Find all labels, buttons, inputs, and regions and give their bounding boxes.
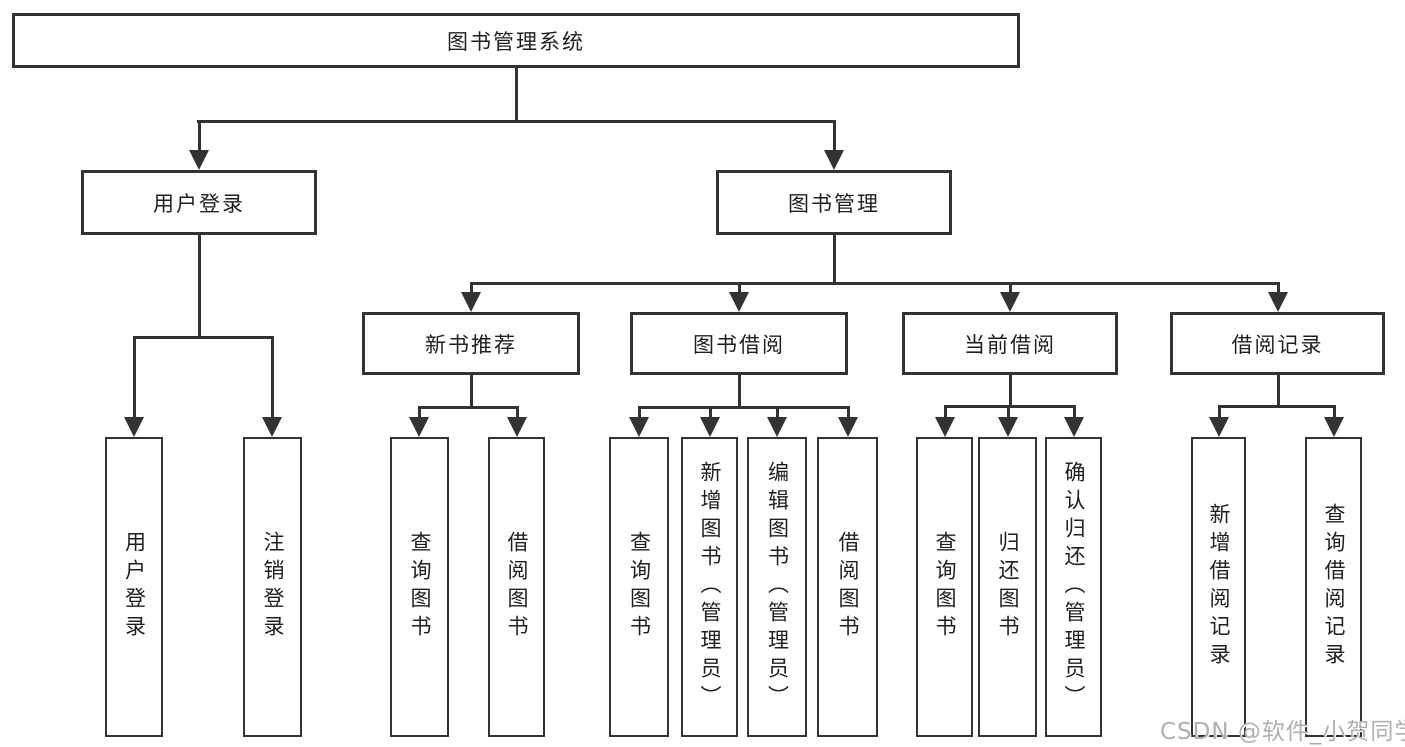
connector-leaf-drop bbox=[638, 406, 641, 418]
connector-root-stem bbox=[515, 68, 518, 122]
node-user-login: 用户登录 bbox=[81, 170, 317, 235]
arrow-down-icon bbox=[124, 417, 144, 437]
node-label: 新书推荐 bbox=[425, 332, 517, 357]
arrow-down-icon bbox=[1324, 417, 1344, 437]
arrow-down-icon bbox=[700, 417, 720, 437]
leaf-borrow-books: 借阅图书 bbox=[817, 437, 878, 737]
leaf-label: 新增图书（管理员） bbox=[698, 461, 722, 713]
leaf-label: 用户登录 bbox=[122, 531, 147, 643]
connector-section-hline bbox=[1218, 405, 1336, 408]
arrow-down-icon bbox=[838, 417, 858, 437]
connector-leaf-drop bbox=[776, 406, 779, 418]
connector-section-hline bbox=[638, 406, 849, 409]
connector-leaf-drop bbox=[271, 336, 274, 418]
node-book-borrowing: 图书借阅 bbox=[630, 312, 848, 375]
arrow-down-icon bbox=[629, 417, 649, 437]
leaf-label: 归还图书 bbox=[996, 531, 1020, 643]
arrow-down-icon bbox=[824, 150, 844, 170]
connector-user-login-drop bbox=[198, 120, 201, 152]
node-label: 图书管理 bbox=[788, 191, 880, 216]
connector-section-stem bbox=[1009, 375, 1012, 408]
connector-section-stem bbox=[738, 375, 741, 409]
connector-section-drop bbox=[1277, 282, 1280, 293]
connector-section-drop bbox=[1009, 282, 1012, 293]
node-current-borrowing: 当前借阅 bbox=[902, 312, 1118, 375]
leaf-label: 借阅图书 bbox=[836, 531, 860, 643]
node-label: 图书管理系统 bbox=[447, 29, 585, 54]
leaf-query-books: 查询图书 bbox=[390, 437, 449, 737]
leaf-label: 注销登录 bbox=[261, 531, 285, 643]
leaf-label: 新增借阅记录 bbox=[1207, 503, 1231, 671]
node-book-management: 图书管理 bbox=[716, 170, 952, 235]
connector-leaf-drop bbox=[133, 336, 136, 418]
leaf-user-login: 用户登录 bbox=[105, 437, 163, 737]
arrow-down-icon bbox=[189, 150, 209, 170]
connector-leaf-drop bbox=[418, 406, 421, 418]
connector-leaf-drop bbox=[709, 406, 712, 418]
arrow-down-icon bbox=[1000, 292, 1020, 312]
connector-section-stem bbox=[1277, 375, 1280, 408]
leaf-label: 查询图书 bbox=[627, 531, 652, 643]
node-label: 用户登录 bbox=[153, 191, 245, 216]
leaf-label: 查询图书 bbox=[408, 531, 432, 643]
connector-section-hline bbox=[944, 405, 1076, 408]
arrow-down-icon bbox=[507, 417, 527, 437]
arrow-down-icon bbox=[1268, 292, 1288, 312]
arrow-down-icon bbox=[1064, 417, 1084, 437]
connector-leaf-drop bbox=[1333, 405, 1336, 418]
arrow-down-icon bbox=[461, 292, 481, 312]
leaf-edit-book-admin: 编辑图书（管理员） bbox=[747, 437, 807, 737]
connector-leaf-drop bbox=[944, 405, 947, 418]
connector-leaf-drop bbox=[847, 406, 850, 418]
leaf-borrow-books: 借阅图书 bbox=[488, 437, 545, 737]
node-library-system: 图书管理系统 bbox=[12, 13, 1020, 68]
leaf-add-book-admin: 新增图书（管理员） bbox=[681, 437, 738, 737]
connector-leaf-drop bbox=[1073, 405, 1076, 418]
csdn-watermark: CSDN @软件_小贺同学 bbox=[1160, 719, 1405, 745]
arrow-down-icon bbox=[1209, 417, 1229, 437]
node-new-book-recommend: 新书推荐 bbox=[362, 312, 580, 375]
arrow-down-icon bbox=[262, 417, 282, 437]
connector-section-drop bbox=[470, 282, 473, 293]
leaf-label: 查询借阅记录 bbox=[1322, 503, 1346, 671]
connector-leaf-drop bbox=[1007, 405, 1010, 418]
leaf-label: 确认归还（管理员） bbox=[1062, 461, 1086, 713]
arrow-down-icon bbox=[935, 417, 955, 437]
leaf-add-borrow-record: 新增借阅记录 bbox=[1191, 437, 1246, 737]
node-borrowing-records: 借阅记录 bbox=[1170, 312, 1385, 375]
connector-section-stem bbox=[470, 375, 473, 409]
leaf-query-books: 查询图书 bbox=[916, 437, 973, 737]
node-label: 借阅记录 bbox=[1231, 332, 1324, 357]
connector-level2-hline bbox=[470, 282, 1280, 285]
leaf-logout: 注销登录 bbox=[243, 437, 302, 737]
leaf-query-borrow-record: 查询借阅记录 bbox=[1305, 437, 1362, 737]
leaf-confirm-return-admin: 确认归还（管理员） bbox=[1045, 437, 1102, 737]
connector-section-hline bbox=[418, 406, 519, 409]
leaf-label: 编辑图书（管理员） bbox=[765, 461, 790, 713]
connector-book-mgmt-drop bbox=[833, 120, 836, 152]
leaf-query-books: 查询图书 bbox=[609, 437, 669, 737]
arrow-down-icon bbox=[409, 417, 429, 437]
connector-section-drop bbox=[738, 282, 741, 293]
leaf-label: 借阅图书 bbox=[505, 531, 529, 643]
leaf-label: 查询图书 bbox=[933, 531, 957, 643]
arrow-down-icon bbox=[729, 292, 749, 312]
connector-user-login-stem bbox=[198, 235, 201, 339]
connector-leaf-drop bbox=[516, 406, 519, 418]
connector-user-login-hline bbox=[133, 336, 274, 339]
connector-book-mgmt-stem bbox=[833, 235, 836, 285]
arrow-down-icon bbox=[767, 417, 787, 437]
node-label: 当前借阅 bbox=[964, 332, 1056, 357]
node-label: 图书借阅 bbox=[693, 332, 785, 357]
arrow-down-icon bbox=[998, 417, 1018, 437]
leaf-return-books: 归还图书 bbox=[978, 437, 1037, 737]
connector-level1-hline bbox=[197, 120, 836, 123]
connector-leaf-drop bbox=[1218, 405, 1221, 418]
